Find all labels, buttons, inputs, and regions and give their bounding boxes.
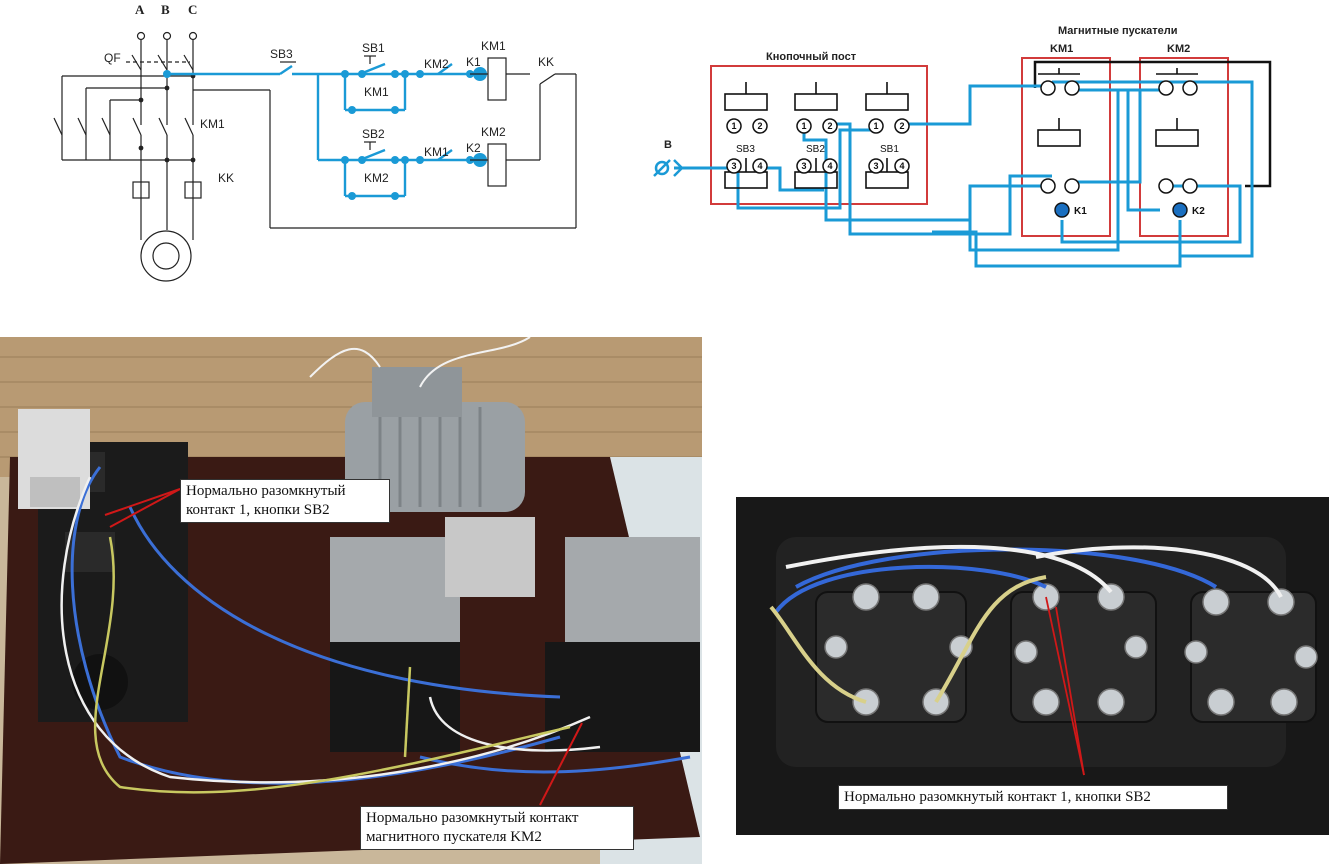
sb2-pin1: 1 <box>801 121 806 131</box>
stand-photo: Нормально разомкнутый контакт 1, кнопки … <box>0 337 702 864</box>
stand-photo-illustration <box>0 337 702 864</box>
sb1-label: SB1 <box>362 41 385 55</box>
k2-label: K2 <box>466 141 481 155</box>
wiring-km2-label: KM2 <box>1167 43 1190 55</box>
km2-interlock-label: KM2 <box>424 57 449 71</box>
sb3-pin1: 1 <box>731 121 736 131</box>
kk-contact-label: KK <box>538 55 554 69</box>
callout-km2-contact: Нормально разомкнутый контакт магнитного… <box>360 806 634 850</box>
kk-heater-label: KK <box>218 171 234 185</box>
starters-header: Магнитные пускатели <box>1058 25 1178 37</box>
sb2-pin2: 2 <box>827 121 832 131</box>
sb1-pin4: 4 <box>899 161 904 171</box>
phase-c-label: C <box>188 2 197 17</box>
callout-km2-line1: Нормально разомкнутый контакт <box>366 810 579 826</box>
sb1-pin1: 1 <box>873 121 878 131</box>
callout-sb2-line1: Нормально разомкнутый <box>186 483 346 499</box>
wiring-sb1-label: SB1 <box>880 144 899 155</box>
wiring-k1-label: K1 <box>1074 206 1087 217</box>
km1-coil-label: KM1 <box>481 39 506 53</box>
k1-label: K1 <box>466 55 481 69</box>
wiring-sb3-label: SB3 <box>736 144 755 155</box>
sb3-pin2: 2 <box>757 121 762 131</box>
wiring-km1-label: KM1 <box>1050 43 1073 55</box>
km1-power-label: KM1 <box>200 117 225 131</box>
input-b-label: B <box>664 139 672 151</box>
callout-sb2-line2: контакт 1, кнопки SB2 <box>186 502 330 518</box>
post-header: Кнопочный пост <box>766 51 857 63</box>
sb1-pin3: 3 <box>873 161 878 171</box>
km2-self-hold-label: KM2 <box>364 171 389 185</box>
button-post-illustration <box>736 497 1329 835</box>
qf-label: QF <box>104 51 121 65</box>
km1-interlock-label: KM1 <box>424 145 449 159</box>
sb2-pin3: 3 <box>801 161 806 171</box>
wiring-sb2-label: SB2 <box>806 144 825 155</box>
control-circuit-schematic: A B C QF SB3 SB1 KM1 KM2 KM1 K1 KK SB2 K… <box>53 2 577 282</box>
wiring-k2-label: K2 <box>1192 206 1205 217</box>
sb3-pin3: 3 <box>731 161 736 171</box>
button-post-photo: Нормально разомкнутый контакт 1, кнопки … <box>736 497 1329 835</box>
sb2-pin4: 4 <box>827 161 832 171</box>
phase-b-label: B <box>161 2 170 17</box>
sb3-label: SB3 <box>270 47 293 61</box>
km2-coil-label: KM2 <box>481 125 506 139</box>
sb1-pin2: 2 <box>899 121 904 131</box>
wiring-diagram: Магнитные пускатели Кнопочный пост KM1 K… <box>653 25 1272 268</box>
km1-self-hold-label: KM1 <box>364 85 389 99</box>
sb3-pin4: 4 <box>757 161 762 171</box>
callout-km2-line2: магнитного пускателя KM2 <box>366 829 542 845</box>
callout-sb2-contact: Нормально разомкнутый контакт 1, кнопки … <box>180 479 390 523</box>
phase-a-label: A <box>135 2 145 17</box>
sb2-label: SB2 <box>362 127 385 141</box>
callout-sb2-post: Нормально разомкнутый контакт 1, кнопки … <box>838 785 1228 810</box>
